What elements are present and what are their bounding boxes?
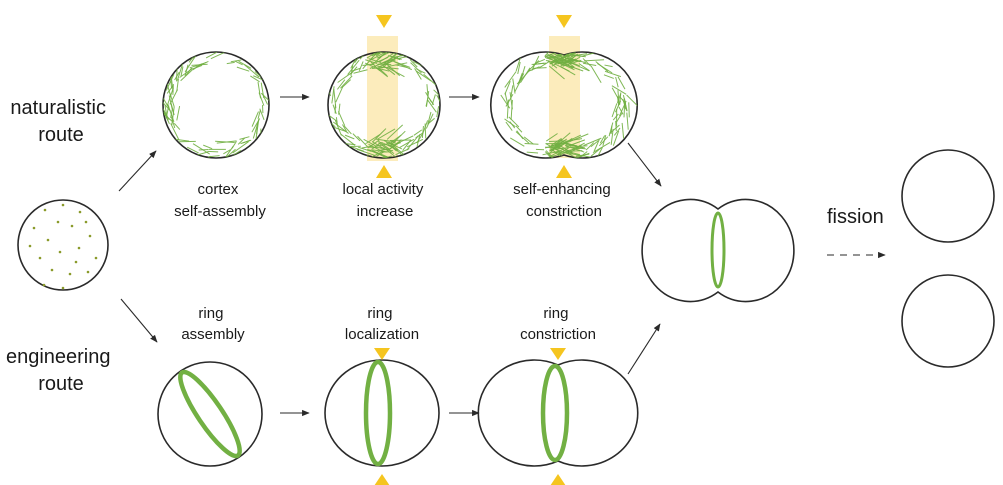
marker-top [556,15,572,28]
marker-bottom [556,165,572,178]
contractile-ring [540,363,570,463]
marker-bottom [550,474,566,485]
cortex-filaments [163,52,269,158]
monomer-dots [28,203,98,290]
step-label-self-enhancing-constriction: self-enhancing constriction [513,181,615,220]
cortex-cell [162,51,270,159]
step-label-ring-localization: ring localization [345,305,419,343]
marker-bottom [376,165,392,178]
constricted-ring [710,211,726,289]
contractile-ring [363,359,393,467]
naturalistic-route-label: naturalistic route [10,97,111,146]
constricting-cortex-cell [489,15,639,178]
daughter-cell-top [901,149,995,243]
step-label-cortex-self-assembly: cortex self-assembly [174,181,266,220]
local-activity-cell [327,15,441,178]
marker-bottom [374,474,390,485]
arrow-to-engineering [120,298,158,343]
cortex-filaments [500,51,638,159]
dividing-cell [641,198,795,303]
step-label-ring-constriction: ring constriction [520,305,596,343]
contractile-ring [178,369,242,459]
step-label-ring-assembly: ring assembly [181,305,245,343]
arrow-engineering-to-division [627,323,661,375]
arrow-naturalistic-to-division [627,142,662,187]
ring-localization-cell [324,348,440,485]
daughter-cell-bottom [901,274,995,368]
step-label-local-activity-increase: local activity increase [342,181,427,220]
ring-constriction-cell [477,348,639,485]
arrow-to-naturalistic [118,150,157,192]
engineering-route-label: engineering route [6,346,116,395]
marker-top [550,348,566,360]
marker-top [374,348,390,360]
initial-cell [17,199,109,291]
marker-top [376,15,392,28]
ring-assembly-cell [157,361,263,467]
fission-label: fission [827,206,884,228]
